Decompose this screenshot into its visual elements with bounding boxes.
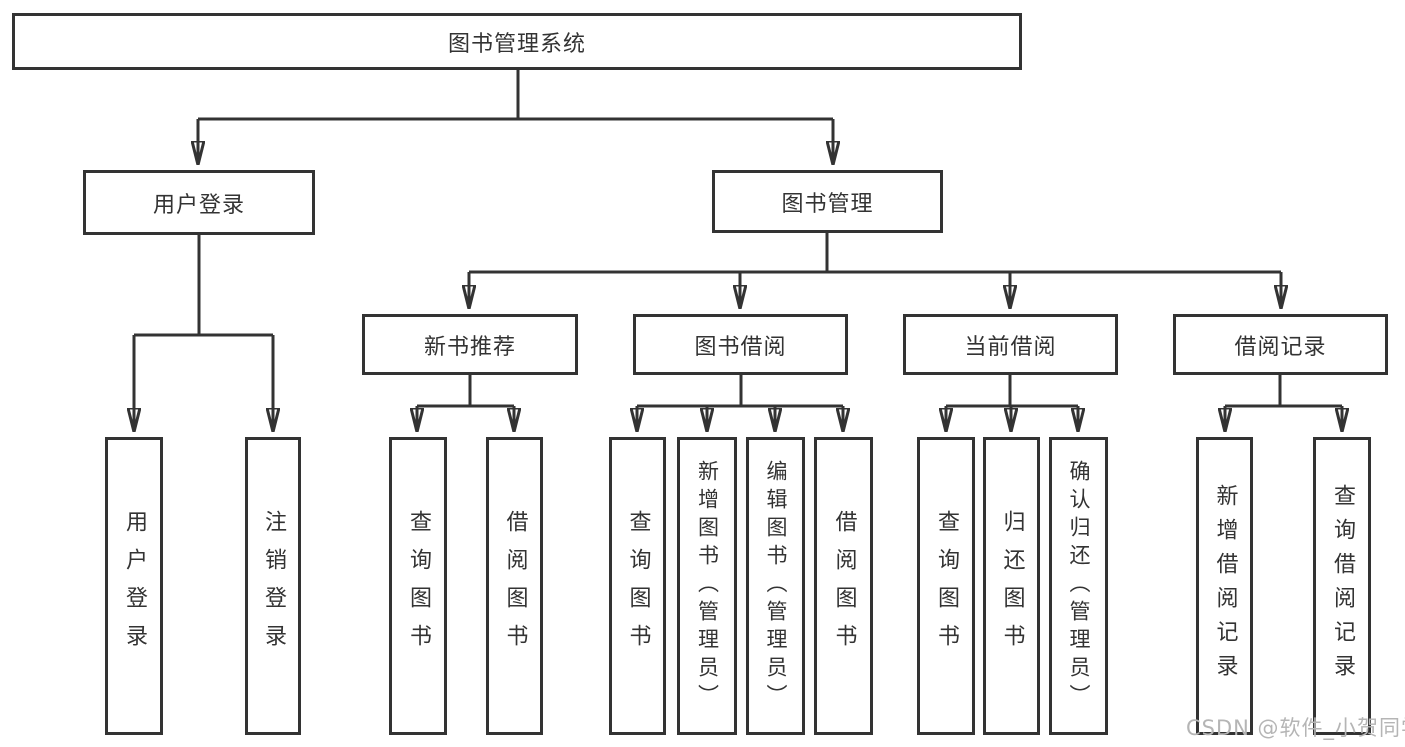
leaf-user-login: 用户登录 xyxy=(105,437,163,735)
trunk-book-borrow xyxy=(637,375,843,408)
leaf-nbr-borrow-book: 借阅图书 xyxy=(486,437,543,735)
leaf-br-add-record-label: 新增借阅记录 xyxy=(1212,484,1238,688)
leaf-cb-return-book: 归还图书 xyxy=(983,437,1040,735)
node-book-borrow: 图书借阅 xyxy=(633,314,848,375)
node-book-management: 图书管理 xyxy=(712,170,943,233)
leaf-bb-borrow-book-label: 借阅图书 xyxy=(831,510,857,662)
leaf-bb-query-book: 查询图书 xyxy=(609,437,666,735)
leaf-cb-query-book: 查询图书 xyxy=(917,437,975,735)
leaf-bb-edit-book-admin: 编辑图书（管理员） xyxy=(746,437,805,735)
node-user-login: 用户登录 xyxy=(83,170,315,235)
leaf-br-add-record: 新增借阅记录 xyxy=(1196,437,1253,735)
node-root: 图书管理系统 xyxy=(12,13,1022,70)
leaf-br-query-record-label: 查询借阅记录 xyxy=(1330,484,1355,688)
leaf-user-login-label: 用户登录 xyxy=(122,510,147,662)
node-borrow-records: 借阅记录 xyxy=(1173,314,1388,375)
leaf-logout: 注销登录 xyxy=(245,437,301,735)
trunk-root xyxy=(198,69,833,121)
trunk-new-book-recommend xyxy=(417,375,514,408)
leaf-nbr-query-book-label: 查询图书 xyxy=(406,510,431,662)
leaf-bb-add-book-admin: 新增图书（管理员） xyxy=(677,437,737,735)
leaf-bb-borrow-book: 借阅图书 xyxy=(814,437,873,735)
leaf-br-query-record: 查询借阅记录 xyxy=(1313,437,1371,735)
leaf-bb-edit-book-admin-label: 编辑图书（管理员） xyxy=(764,460,788,712)
leaf-cb-confirm-return-admin: 确认归还（管理员） xyxy=(1049,437,1108,735)
leaf-bb-add-book-admin-label: 新增图书（管理员） xyxy=(695,460,720,712)
leaf-cb-query-book-label: 查询图书 xyxy=(934,510,959,662)
node-current-borrow: 当前借阅 xyxy=(903,314,1118,375)
leaf-logout-label: 注销登录 xyxy=(261,510,286,662)
leaf-cb-confirm-return-admin-label: 确认归还（管理员） xyxy=(1067,460,1091,712)
leaf-nbr-borrow-book-label: 借阅图书 xyxy=(502,510,528,662)
trunk-current-borrow xyxy=(946,375,1078,408)
leaf-bb-query-book-label: 查询图书 xyxy=(625,510,651,662)
trunk-user-login xyxy=(134,234,273,337)
leaf-cb-return-book-label: 归还图书 xyxy=(999,510,1025,662)
watermark-text: CSDN @软件_小贺同学 xyxy=(1186,716,1405,740)
node-new-book-recommend: 新书推荐 xyxy=(362,314,578,375)
trunk-book-management xyxy=(469,231,1281,274)
trunk-borrow-records xyxy=(1225,375,1342,408)
leaf-nbr-query-book: 查询图书 xyxy=(389,437,447,735)
